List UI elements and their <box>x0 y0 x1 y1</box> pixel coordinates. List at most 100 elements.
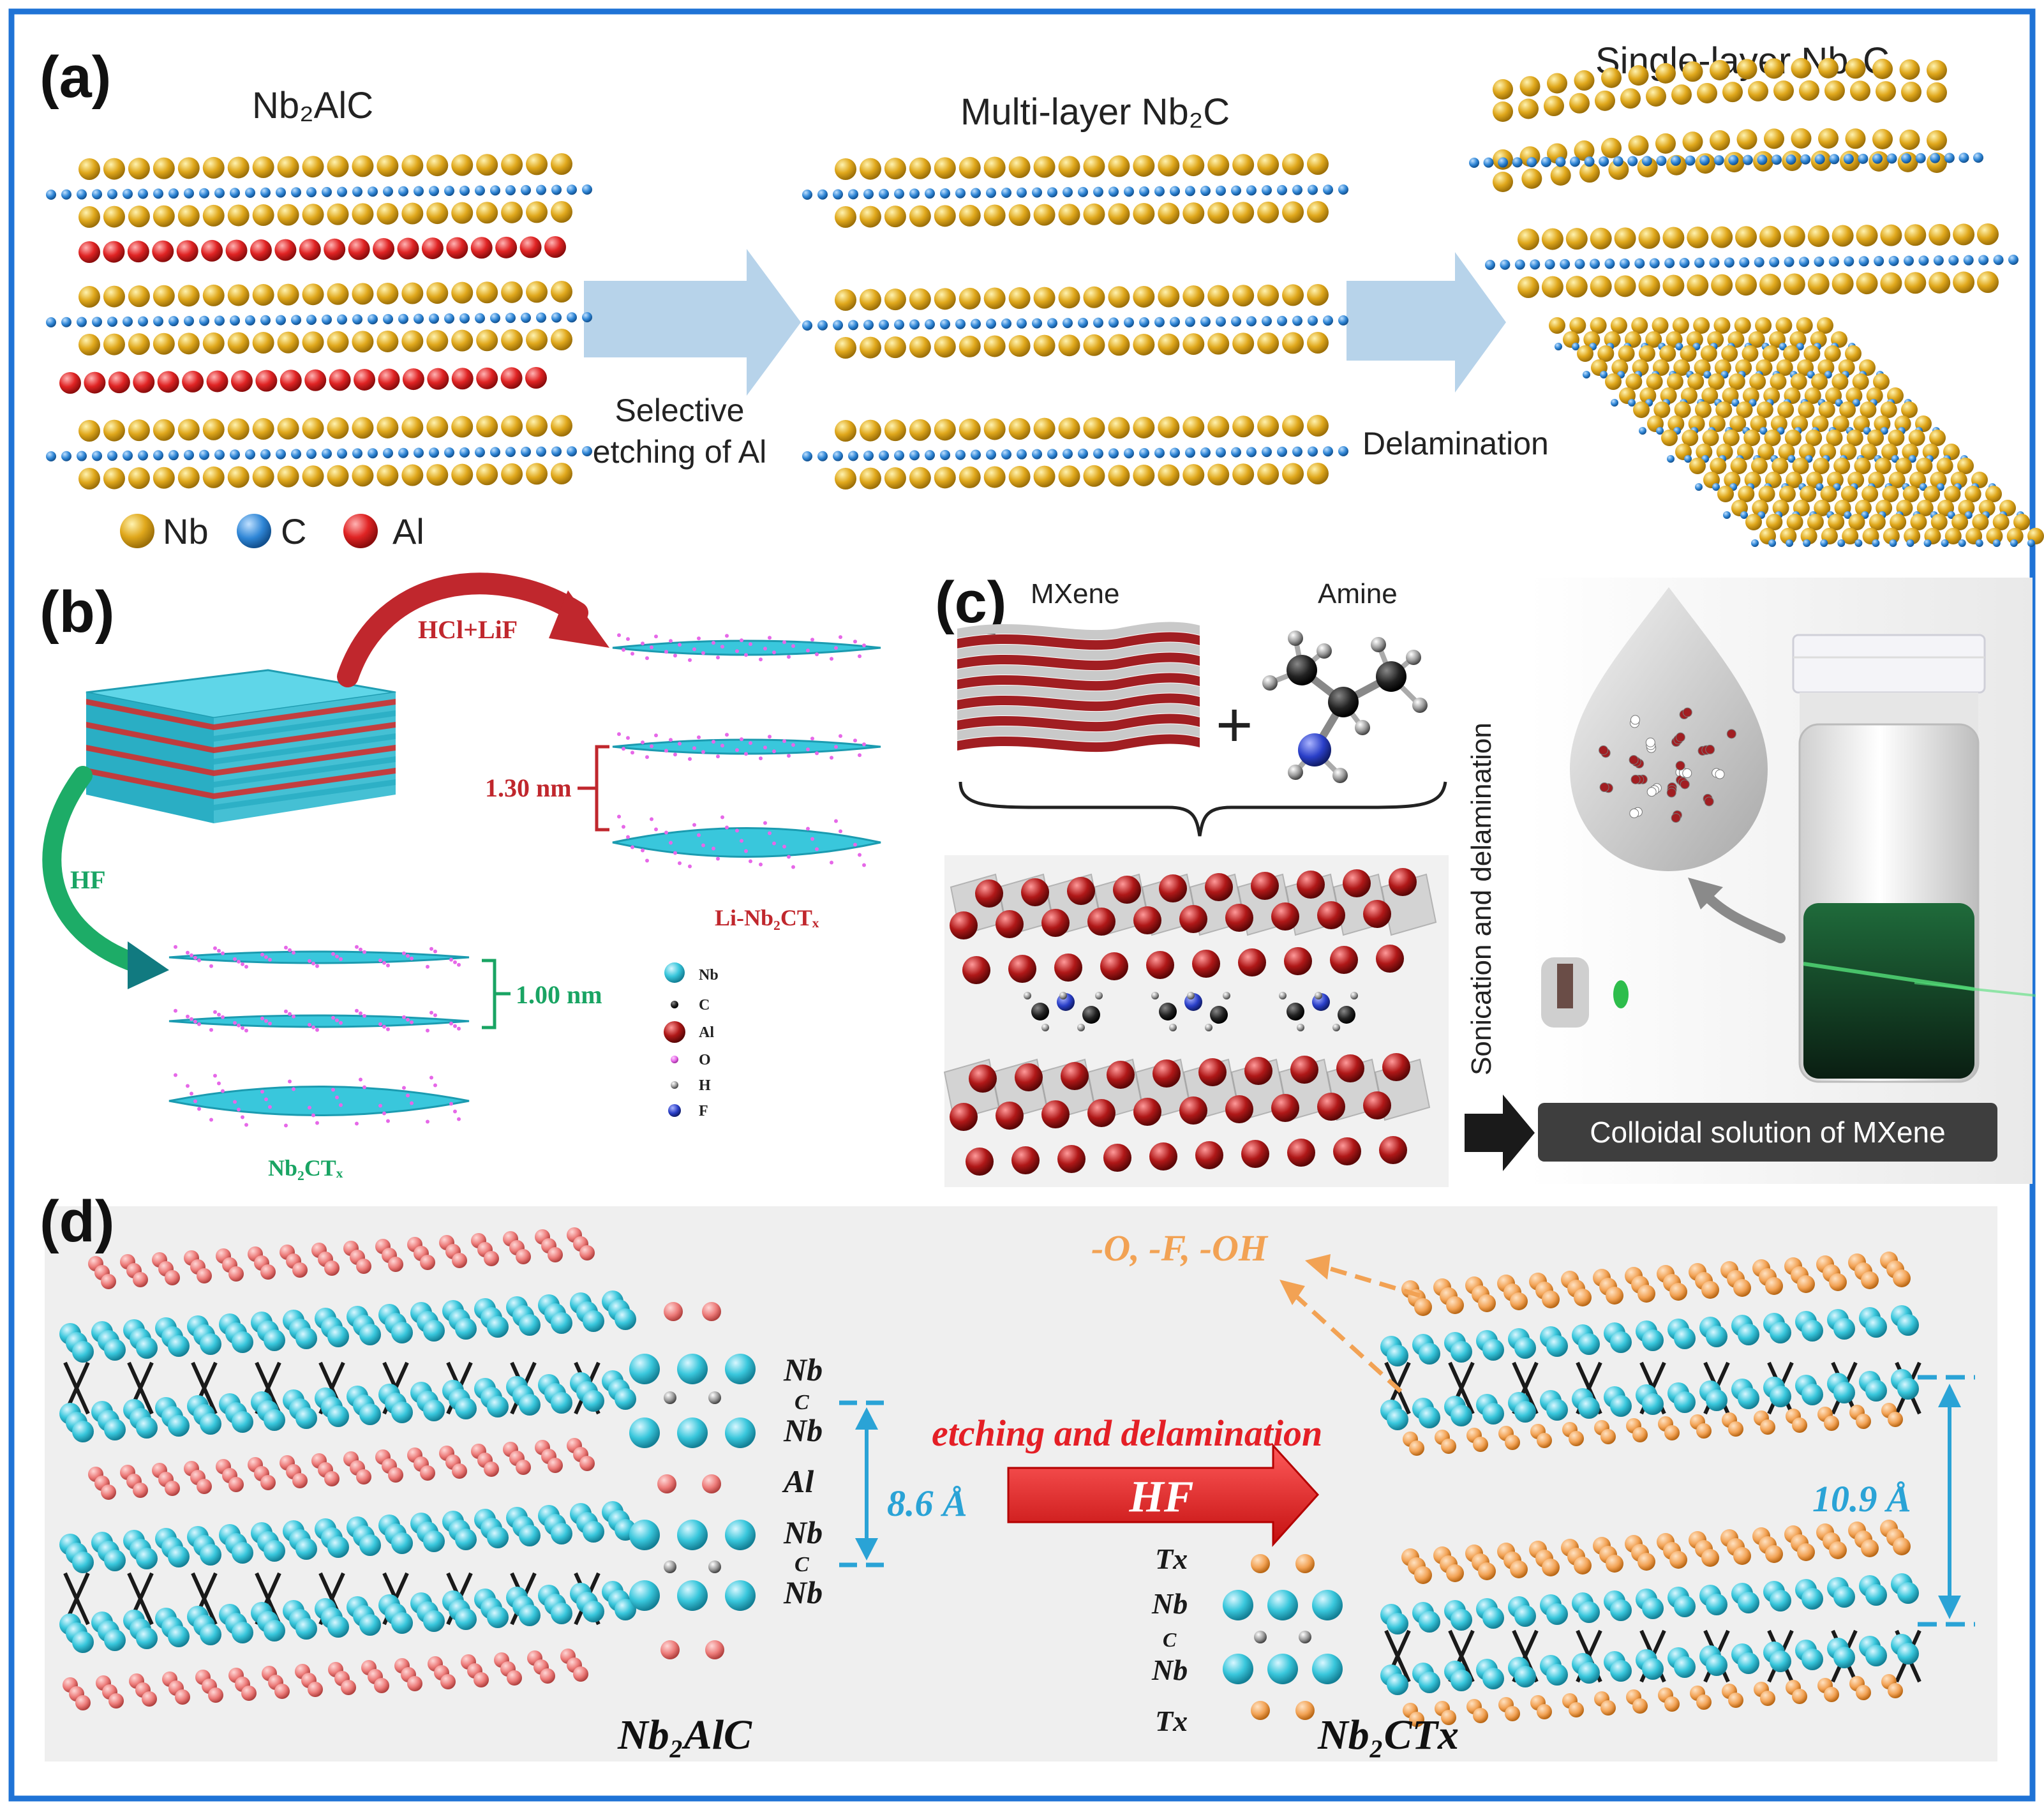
nb-atom <box>1518 228 1539 250</box>
nb-atom <box>1694 401 1712 418</box>
c-atom <box>168 316 179 327</box>
nb-atom <box>1565 276 1588 298</box>
nb-atom <box>501 281 523 303</box>
nb-atom <box>426 464 449 486</box>
nb-atom <box>1108 155 1130 177</box>
nb-atom <box>1882 486 1899 502</box>
nb-atom <box>1638 227 1660 249</box>
c-atom <box>306 315 317 325</box>
nb-atom <box>1307 201 1329 223</box>
nb-atom <box>1307 415 1329 437</box>
nb-atom <box>1770 1322 1791 1343</box>
nb-atom <box>1957 458 1974 474</box>
al-atom <box>165 1270 180 1285</box>
c-atom <box>848 189 858 200</box>
nb-atom <box>1845 128 1866 149</box>
nb-atom <box>1832 415 1849 432</box>
legend-b-o <box>671 1056 678 1063</box>
nb-atom <box>884 206 906 228</box>
c-atom <box>1032 449 1042 460</box>
nb-atom <box>423 1320 445 1342</box>
c-atom <box>1530 259 1540 270</box>
mxene-layer <box>957 734 1200 752</box>
tx-atom <box>1569 1431 1584 1446</box>
c-atom <box>123 188 133 199</box>
spacing-bracket-hf <box>482 959 511 1029</box>
nb-atom <box>1738 1324 1759 1345</box>
nb-atom <box>1828 514 1845 530</box>
legend-al-ball <box>343 514 378 548</box>
al-atom <box>484 1251 499 1266</box>
o-atom <box>1333 1137 1361 1165</box>
c-atom <box>61 451 71 461</box>
c-atom <box>1820 539 1828 547</box>
o-atom <box>725 733 729 737</box>
nb-atom <box>1783 345 1800 362</box>
c-atom <box>551 446 562 457</box>
nb-atom <box>1842 528 1859 544</box>
o-atom <box>1087 1099 1115 1127</box>
c-atom <box>1063 318 1073 329</box>
amine-h-atom <box>1024 992 1031 999</box>
tx-atom <box>1251 1701 1270 1720</box>
c-atom <box>1514 259 1525 270</box>
o-atom <box>241 1026 244 1030</box>
c-atom <box>368 186 378 197</box>
al-atom <box>660 1640 680 1659</box>
c-atom <box>1786 154 1796 165</box>
o-atom <box>1271 902 1299 931</box>
o-atom <box>806 826 810 831</box>
al-atom <box>308 1682 323 1697</box>
al-atom <box>420 1465 435 1481</box>
nb-atom <box>1083 417 1105 439</box>
o-atom <box>950 1103 978 1131</box>
nb-atom <box>295 1538 317 1560</box>
c-atom <box>1828 256 1839 267</box>
o-atom <box>810 638 814 642</box>
o-atom <box>426 1119 429 1124</box>
etching-step-line2: etching of Al <box>593 434 766 470</box>
flake-atom <box>1666 788 1676 798</box>
c-atom <box>1684 455 1692 463</box>
tx-atom <box>1792 1417 1807 1433</box>
nb-atom <box>1610 317 1627 334</box>
c-atom <box>46 317 56 327</box>
right-compound-name: Nb₂CTx <box>1317 1712 1459 1758</box>
o-atom <box>292 950 295 955</box>
o-atom <box>190 1091 193 1096</box>
al-atom <box>341 1680 356 1695</box>
nb-atom <box>391 1612 413 1634</box>
o-atom <box>1041 909 1070 937</box>
hf-arrow-b <box>42 766 147 973</box>
nb-atom <box>1514 1401 1536 1423</box>
flake-atom <box>1629 755 1639 765</box>
nb-atom <box>884 158 906 180</box>
tx-atom <box>1542 1290 1560 1308</box>
nb-atom <box>583 1601 604 1622</box>
tx-atom <box>1574 1289 1592 1306</box>
nb-atom <box>1257 153 1279 176</box>
nb-atom <box>983 335 1006 357</box>
mxene-layer <box>957 632 1200 650</box>
tx-atom <box>1797 1275 1815 1293</box>
nb-atom <box>934 467 956 489</box>
c-atom <box>444 186 454 197</box>
nb-atom <box>1951 514 1969 530</box>
c-atom <box>429 313 439 324</box>
nb-atom <box>104 1419 126 1440</box>
nb-atom <box>725 1417 756 1448</box>
nb-atom <box>1689 458 1706 474</box>
nb-atom <box>1577 345 1593 362</box>
al-atom <box>452 1253 467 1268</box>
nb-atom <box>1033 156 1056 178</box>
amine-h-atom <box>1205 1024 1212 1031</box>
al-atom <box>705 1640 724 1659</box>
o-atom <box>834 819 838 823</box>
c-atom <box>940 318 950 329</box>
o-atom <box>830 860 833 865</box>
o-atom <box>426 964 429 969</box>
c-atom <box>138 316 148 327</box>
c-atom <box>1837 539 1846 547</box>
spacing-bracket-li <box>578 745 609 832</box>
c-atom <box>383 186 393 197</box>
